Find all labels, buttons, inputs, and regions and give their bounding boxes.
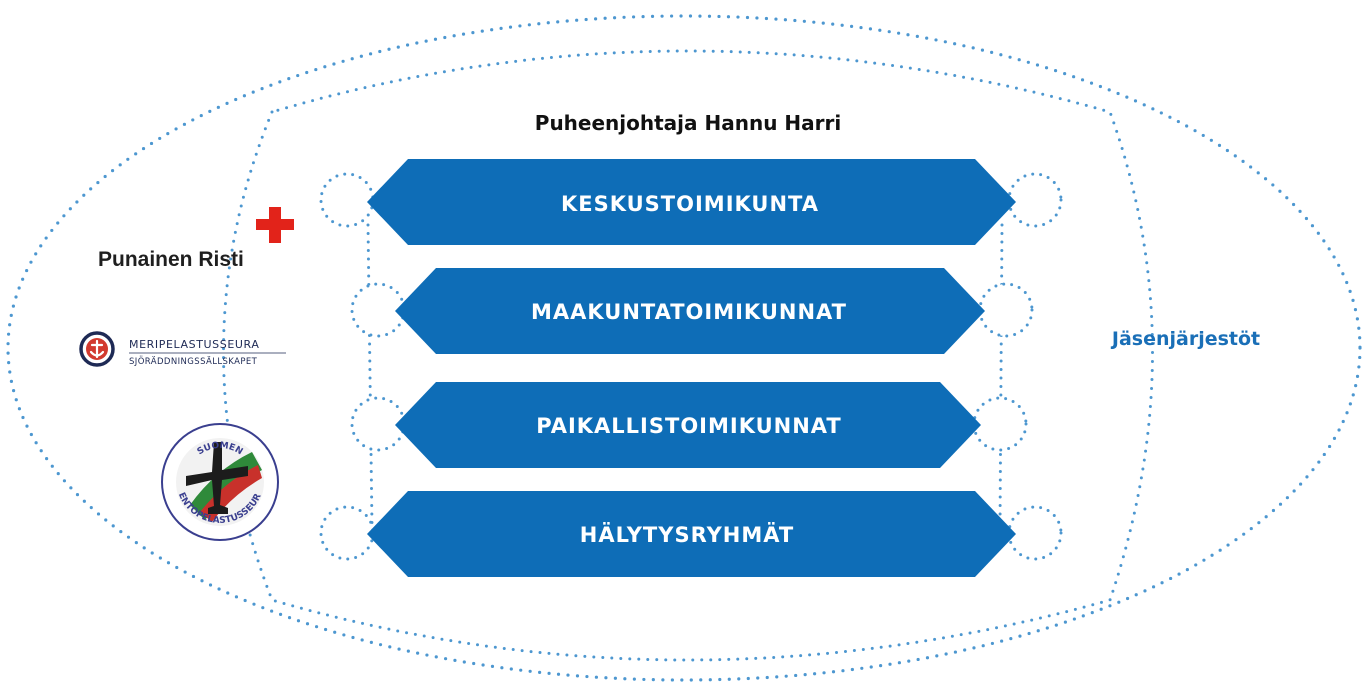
- chairman-label: Puheenjohtaja Hannu Harri: [535, 111, 841, 135]
- member-organizations-label: Jäsenjärjestöt: [1110, 328, 1260, 350]
- outer-dotted-ellipse: [6, 14, 1362, 682]
- anchor-icon: [89, 339, 105, 359]
- sea-rescue-line2: SJÖRÄDDNINGSSÄLLSKAPET: [129, 356, 258, 367]
- node-circle-r1: [1007, 172, 1063, 228]
- airplane-icon: [186, 442, 248, 514]
- left-connector: [366, 223, 374, 528]
- red-cross-logo: Punainen Risti: [98, 207, 294, 271]
- band-label: KESKUSTOIMIKUNTA: [561, 192, 819, 216]
- node-circle-l4: [319, 505, 375, 561]
- node-circle-l1: [319, 172, 375, 228]
- band-label: MAAKUNTATOIMIKUNNAT: [531, 300, 847, 324]
- band-label: PAIKALLISTOIMIKUNNAT: [536, 414, 842, 438]
- sea-rescue-line1: MERIPELASTUSSEURA: [129, 338, 259, 351]
- right-connector: [998, 223, 1004, 528]
- node-circle-r4: [1007, 505, 1063, 561]
- seal-top-text: SUOMEN: [196, 441, 245, 458]
- node-circle-r2: [978, 282, 1034, 338]
- red-cross-icon: [256, 207, 294, 243]
- band-keskustoimikunta: KESKUSTOIMIKUNTA: [367, 159, 1016, 245]
- band-paikallistoimikunnat: PAIKALLISTOIMIKUNNAT: [395, 382, 981, 468]
- sea-rescue-logo: MERIPELASTUSSEURA SJÖRÄDDNINGSSÄLLSKAPET: [79, 331, 286, 367]
- band-halytysryhmat: HÄLYTYSRYHMÄT: [367, 491, 1016, 577]
- node-circle-r3: [972, 396, 1028, 452]
- band-label: HÄLYTYSRYHMÄT: [580, 522, 794, 547]
- red-cross-text: Punainen Risti: [98, 248, 244, 271]
- band-maakuntatoimikunnat: MAAKUNTATOIMIKUNNAT: [395, 268, 985, 354]
